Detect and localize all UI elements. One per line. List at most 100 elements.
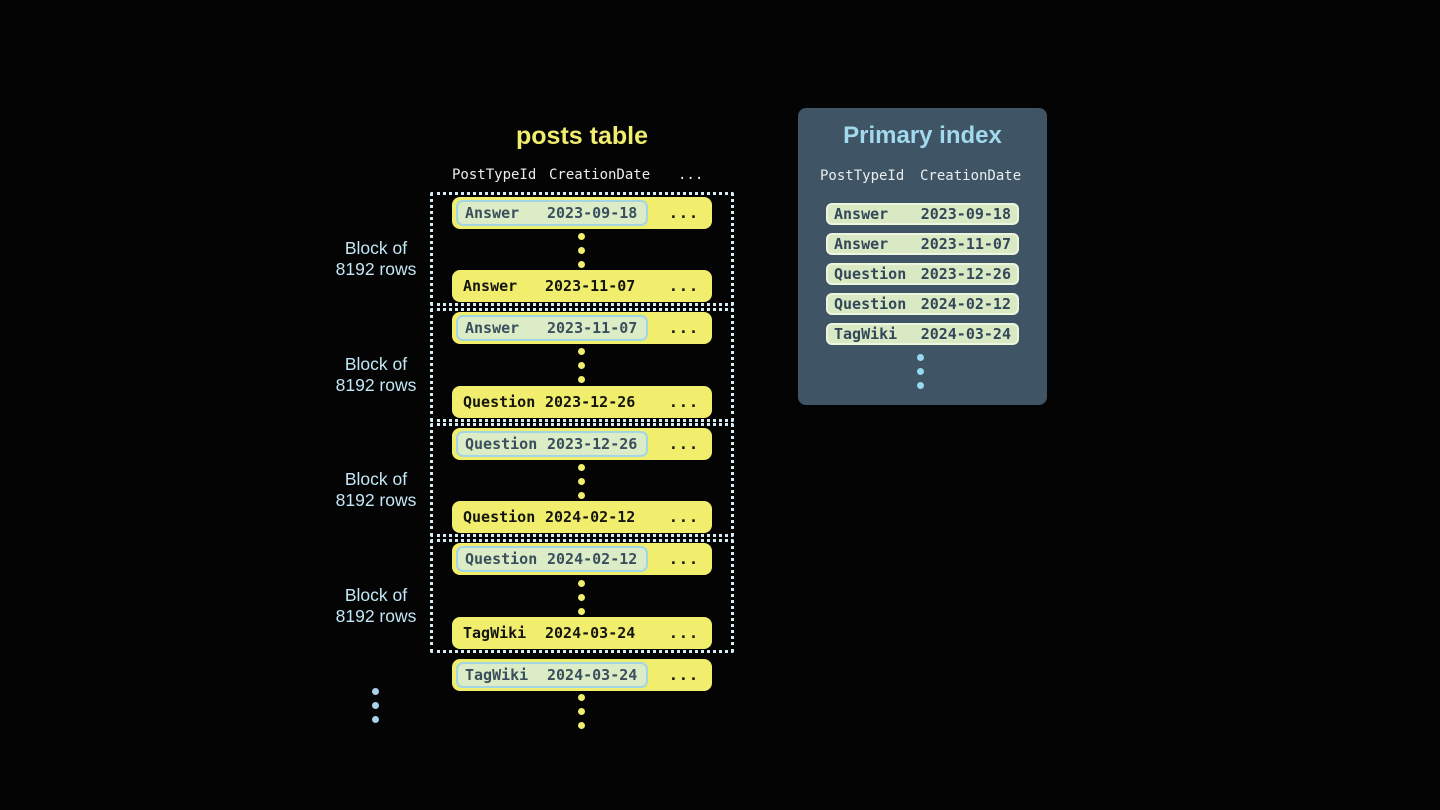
row-posttypeid: Question	[463, 508, 536, 526]
primary-index-title: Primary index	[843, 122, 1002, 149]
index-posttypeid: Answer	[834, 235, 889, 253]
table-row-block1-first: Answer 2023-09-18 ...	[452, 197, 712, 229]
block-outline-4	[430, 539, 734, 653]
table-row-block3-first: Question 2023-12-26 ...	[452, 428, 712, 460]
block-label-1: Block of 8192 rows	[311, 238, 441, 279]
row-creationdate: 2023-11-07	[545, 277, 636, 295]
index-header-posttypeid: PostTypeId	[820, 168, 905, 184]
index-ellipsis-dots	[917, 354, 924, 389]
block-outline-2	[430, 308, 734, 422]
table-row-block2-last: Question 2023-12-26 ...	[452, 386, 712, 418]
row-more-columns: ...	[668, 508, 699, 526]
block-outline-1	[430, 192, 734, 306]
posts-table-title: posts table	[516, 122, 648, 150]
indexed-entry-highlight: Question 2024-02-12	[456, 546, 649, 572]
dot	[372, 716, 379, 723]
block-label-line2: 8192 rows	[335, 489, 417, 510]
block-label-line1: Block of	[344, 354, 408, 374]
dot	[578, 492, 585, 499]
block-label-2: Block of 8192 rows	[311, 354, 441, 395]
block-label-line2: 8192 rows	[335, 374, 417, 395]
primary-index-panel: Primary index PostTypeId CreationDate An…	[798, 108, 1047, 405]
index-entry-row: Question 2024-02-12	[826, 293, 1019, 315]
dot	[578, 362, 585, 369]
index-entry-row: TagWiki 2024-03-24	[826, 323, 1019, 345]
index-posttypeid: TagWiki	[834, 325, 898, 343]
row-creationdate: 2023-12-26	[545, 393, 636, 411]
index-posttypeid: Question	[834, 295, 907, 313]
index-creationdate: 2024-03-24	[920, 325, 1011, 343]
dot	[917, 382, 924, 389]
row-more-columns: ...	[668, 393, 699, 411]
dot	[578, 348, 585, 355]
row-posttypeid: Question	[463, 393, 536, 411]
block-label-line2: 8192 rows	[335, 258, 417, 279]
index-posttypeid: Answer	[834, 205, 889, 223]
row-creationdate: 2024-03-24	[547, 666, 638, 684]
posts-table-header-more-columns: ...	[678, 167, 704, 183]
row-creationdate: 2024-02-12	[545, 508, 636, 526]
dot	[578, 580, 585, 587]
dot	[578, 261, 585, 268]
row-creationdate: 2023-09-18	[547, 204, 638, 222]
index-creationdate: 2023-09-18	[920, 205, 1011, 223]
table-row-block4-first: Question 2024-02-12 ...	[452, 543, 712, 575]
posts-table-header-posttypeid: PostTypeId	[452, 167, 537, 183]
row-creationdate: 2023-12-26	[547, 435, 638, 453]
rows-ellipsis-dots	[578, 348, 585, 383]
dot	[578, 722, 585, 729]
rows-ellipsis-dots	[578, 694, 585, 729]
row-more-columns: ...	[668, 624, 699, 642]
more-blocks-ellipsis-dots	[372, 688, 379, 723]
index-header-creationdate: CreationDate	[920, 168, 1022, 184]
dot	[578, 376, 585, 383]
row-more-columns: ...	[668, 550, 699, 568]
rows-ellipsis-dots	[578, 580, 585, 615]
dot	[372, 688, 379, 695]
index-entry-row: Question 2023-12-26	[826, 263, 1019, 285]
index-entry-row: Answer 2023-11-07	[826, 233, 1019, 255]
block-outline-3	[430, 423, 734, 537]
block-label-line1: Block of	[344, 585, 408, 605]
indexed-entry-highlight: Question 2023-12-26	[456, 431, 649, 457]
rows-ellipsis-dots	[578, 464, 585, 499]
posts-table-header-creationdate: CreationDate	[549, 167, 651, 183]
dot	[578, 247, 585, 254]
dot	[578, 464, 585, 471]
table-row-block3-last: Question 2024-02-12 ...	[452, 501, 712, 533]
block-label-4: Block of 8192 rows	[311, 585, 441, 626]
row-more-columns: ...	[668, 666, 699, 684]
row-creationdate: 2024-03-24	[545, 624, 636, 642]
dot	[578, 694, 585, 701]
indexed-entry-highlight: Answer 2023-09-18	[456, 200, 649, 226]
row-posttypeid: TagWiki	[465, 666, 529, 684]
index-creationdate: 2024-02-12	[920, 295, 1011, 313]
dot	[578, 594, 585, 601]
table-row-block1-last: Answer 2023-11-07 ...	[452, 270, 712, 302]
row-posttypeid: Question	[465, 550, 538, 568]
rows-ellipsis-dots	[578, 233, 585, 268]
row-more-columns: ...	[668, 319, 699, 337]
block-label-line1: Block of	[344, 238, 408, 258]
row-posttypeid: TagWiki	[463, 624, 527, 642]
block-label-3: Block of 8192 rows	[311, 469, 441, 510]
dot	[578, 608, 585, 615]
row-posttypeid: Question	[465, 435, 538, 453]
table-row-overflow: TagWiki 2024-03-24 ...	[452, 659, 712, 691]
index-posttypeid: Question	[834, 265, 907, 283]
indexed-entry-highlight: TagWiki 2024-03-24	[456, 662, 649, 688]
row-posttypeid: Answer	[465, 204, 520, 222]
row-creationdate: 2023-11-07	[547, 319, 638, 337]
row-more-columns: ...	[668, 435, 699, 453]
block-label-line2: 8192 rows	[335, 605, 417, 626]
dot	[372, 702, 379, 709]
row-more-columns: ...	[668, 204, 699, 222]
indexed-entry-highlight: Answer 2023-11-07	[456, 315, 649, 341]
dot	[917, 354, 924, 361]
table-row-block4-last: TagWiki 2024-03-24 ...	[452, 617, 712, 649]
dot	[917, 368, 924, 375]
row-creationdate: 2024-02-12	[547, 550, 638, 568]
dot	[578, 233, 585, 240]
row-more-columns: ...	[668, 277, 699, 295]
